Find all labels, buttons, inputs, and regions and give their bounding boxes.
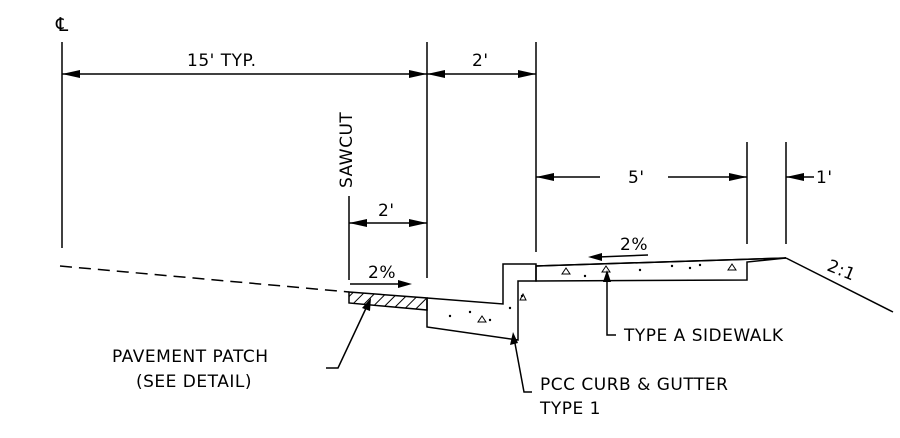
dim-arrow [427, 70, 445, 78]
leader-pavement-patch [326, 303, 369, 369]
sidewalk-top [535, 257, 787, 267]
concrete-stipple [448, 263, 737, 323]
slope-label-sidewalk: 2% [620, 235, 648, 255]
label-pcc-curb: PCC CURB & GUTTER [540, 375, 728, 395]
existing-pavement-dashed [59, 265, 350, 293]
slope-arrow-sidewalk [597, 254, 649, 258]
label-see-detail: (SEE DETAIL) [136, 372, 252, 392]
leader-arrowhead [603, 270, 611, 282]
leader-sidewalk [606, 278, 616, 336]
dim-arrow [729, 173, 747, 181]
dim-label-1: 1' [816, 168, 833, 188]
dim-label-2-top: 2' [472, 51, 489, 71]
label-pavement-patch: PAVEMENT PATCH [112, 347, 269, 367]
curb-gutter-outline [426, 263, 537, 341]
dim-arrow [409, 70, 427, 78]
dim-arrow [536, 173, 554, 181]
slope-arrowhead [588, 253, 602, 261]
leader-arrowhead [362, 298, 371, 311]
dim-label-5: 5' [628, 168, 645, 188]
dim-arrow [349, 219, 367, 227]
centerline-symbol: ℄ [55, 14, 69, 36]
slope-arrowhead [398, 280, 412, 288]
dim-arrow [786, 173, 804, 181]
leader-arrowhead [510, 332, 518, 345]
slope-label-pavement: 2% [368, 263, 396, 283]
side-slope-label: 2:1 [824, 256, 858, 285]
dim-arrow [518, 70, 536, 78]
pavement-patch [348, 291, 428, 311]
dim-label-2-sawcut: 2' [378, 201, 395, 221]
sawcut-label: SAWCUT [337, 112, 357, 188]
dim-label-15-typ: 15' TYP. [187, 51, 257, 71]
side-slope-line [785, 257, 894, 313]
dim-arrow [62, 70, 80, 78]
label-type-a-sidewalk: TYPE A SIDEWALK [623, 326, 784, 346]
dim-arrow [409, 219, 427, 227]
label-type-1: TYPE 1 [539, 399, 601, 419]
leader-curb [513, 337, 532, 393]
